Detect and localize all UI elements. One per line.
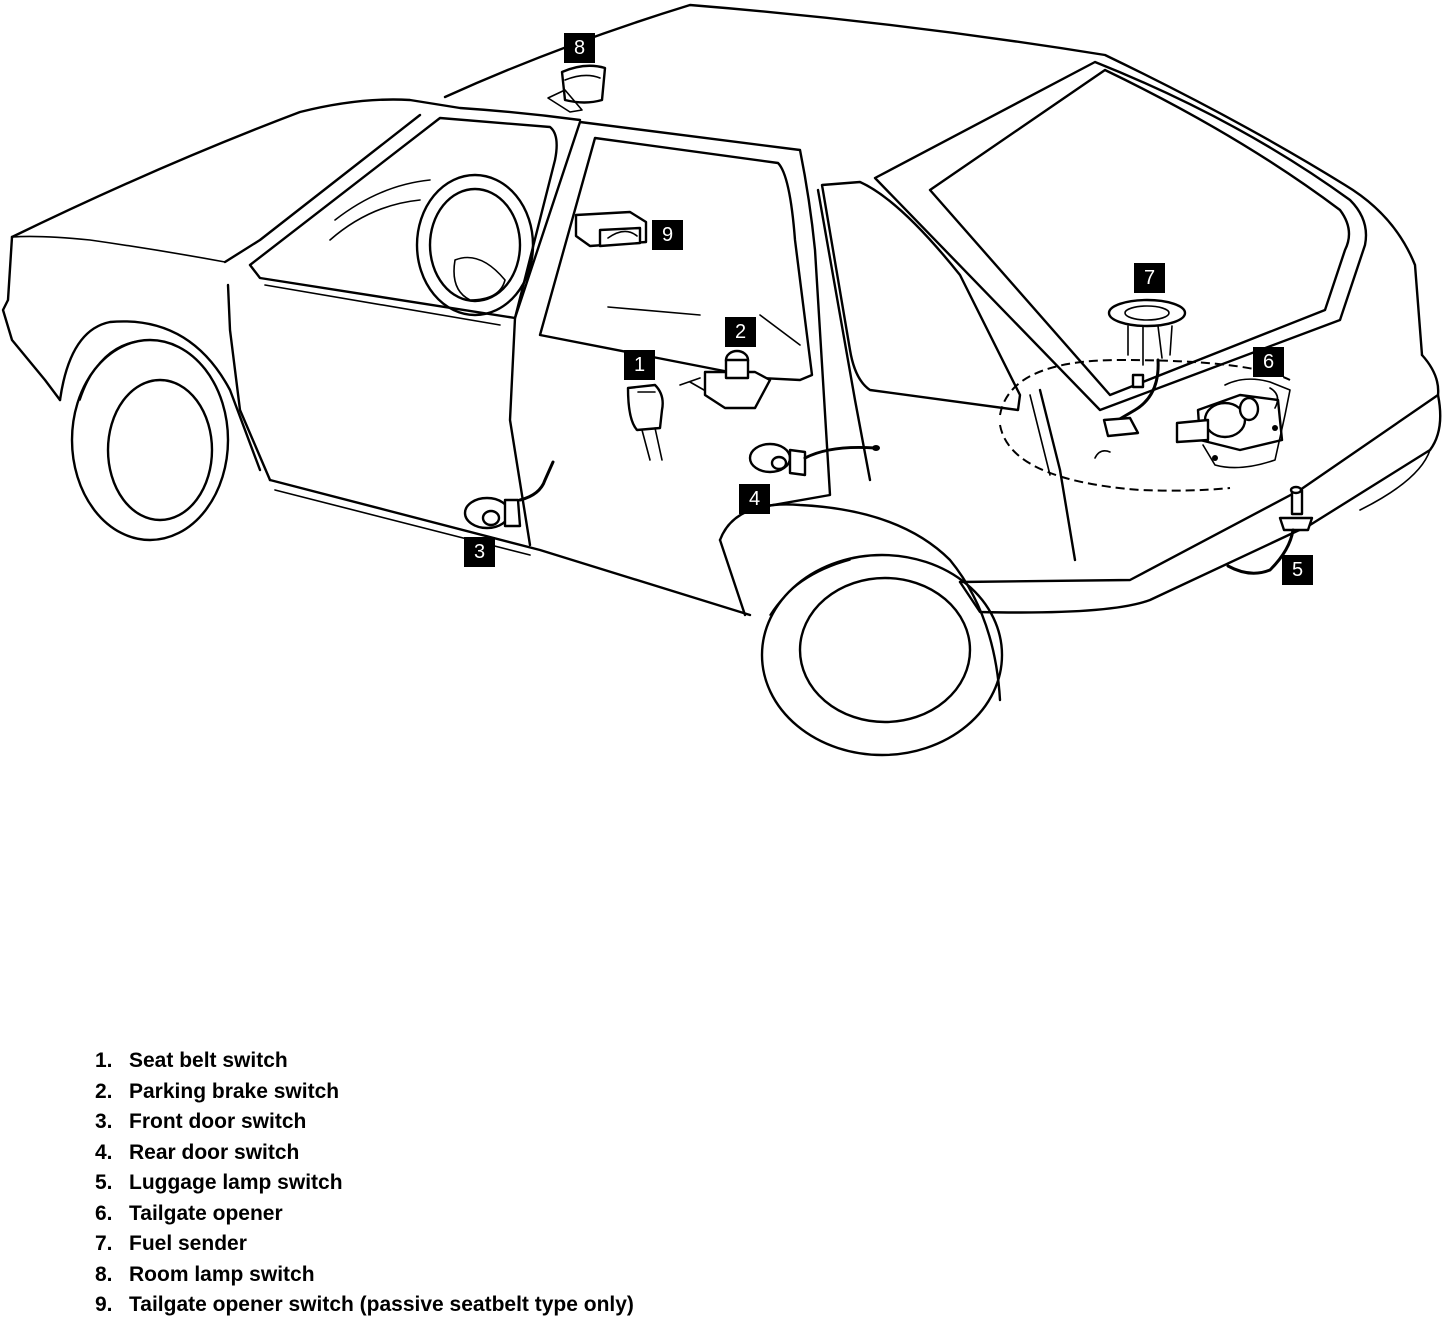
legend-item: 2. Parking brake switch [95, 1077, 634, 1108]
callout-3: 3 [464, 537, 495, 567]
legend-text: Rear door switch [129, 1140, 300, 1164]
callout-1: 1 [624, 350, 655, 380]
legend-number: 3. [95, 1110, 113, 1133]
legend-item: 7. Fuel sender [95, 1229, 634, 1260]
luggage-lamp-switch-part [1226, 485, 1314, 575]
callout-2: 2 [725, 317, 756, 347]
legend-item: 3. Front door switch [95, 1107, 634, 1138]
callout-7: 7 [1134, 263, 1165, 293]
legend-item: 6. Tailgate opener [95, 1199, 634, 1230]
legend-text: Luggage lamp switch [129, 1171, 343, 1194]
legend-text: Tailgate opener switch (passive seatbelt… [129, 1293, 634, 1316]
legend-number: 1. [95, 1049, 113, 1072]
legend-number: 5. [95, 1171, 113, 1194]
fuel-sender-part [1102, 298, 1187, 438]
legend-number: 2. [95, 1079, 113, 1103]
legend-item: 4. Rear door switch [95, 1138, 634, 1169]
legend-number: 7. [95, 1232, 113, 1255]
parking-brake-switch-part [679, 349, 772, 410]
legend-number: 9. [95, 1293, 113, 1316]
parts-legend: 1. Seat belt switch 2. Parking brake switc… [95, 1046, 634, 1321]
legend-number: 8. [95, 1262, 113, 1286]
car-body [1, 3, 1442, 757]
tailgate-opener-switch-part [574, 210, 648, 248]
callout-9: 9 [652, 220, 683, 250]
rear-door-switch-part [748, 442, 880, 477]
legend-text: Seat belt switch [129, 1049, 288, 1072]
legend-item: 8. Room lamp switch [95, 1260, 634, 1291]
legend-text: Room lamp switch [129, 1262, 315, 1286]
tailgate-opener-part [1175, 378, 1291, 469]
callout-8: 8 [564, 33, 595, 63]
front-door-switch-part [463, 460, 555, 530]
seat-belt-switch-part [626, 383, 664, 461]
legend-number: 4. [95, 1140, 113, 1164]
legend-text: Parking brake switch [129, 1079, 340, 1103]
legend-text: Tailgate opener [129, 1201, 283, 1225]
callout-4: 4 [739, 484, 770, 514]
legend-text: Front door switch [129, 1110, 307, 1133]
callout-6: 6 [1253, 347, 1284, 377]
room-lamp-switch-part [547, 64, 607, 113]
legend-number: 6. [95, 1201, 113, 1225]
legend-item: 9. Tailgate opener switch (passive seatbe… [95, 1290, 634, 1321]
callout-5: 5 [1282, 555, 1313, 585]
legend-item: 1. Seat belt switch [95, 1046, 634, 1077]
legend-text: Fuel sender [129, 1232, 247, 1255]
legend-item: 5. Luggage lamp switch [95, 1168, 634, 1199]
